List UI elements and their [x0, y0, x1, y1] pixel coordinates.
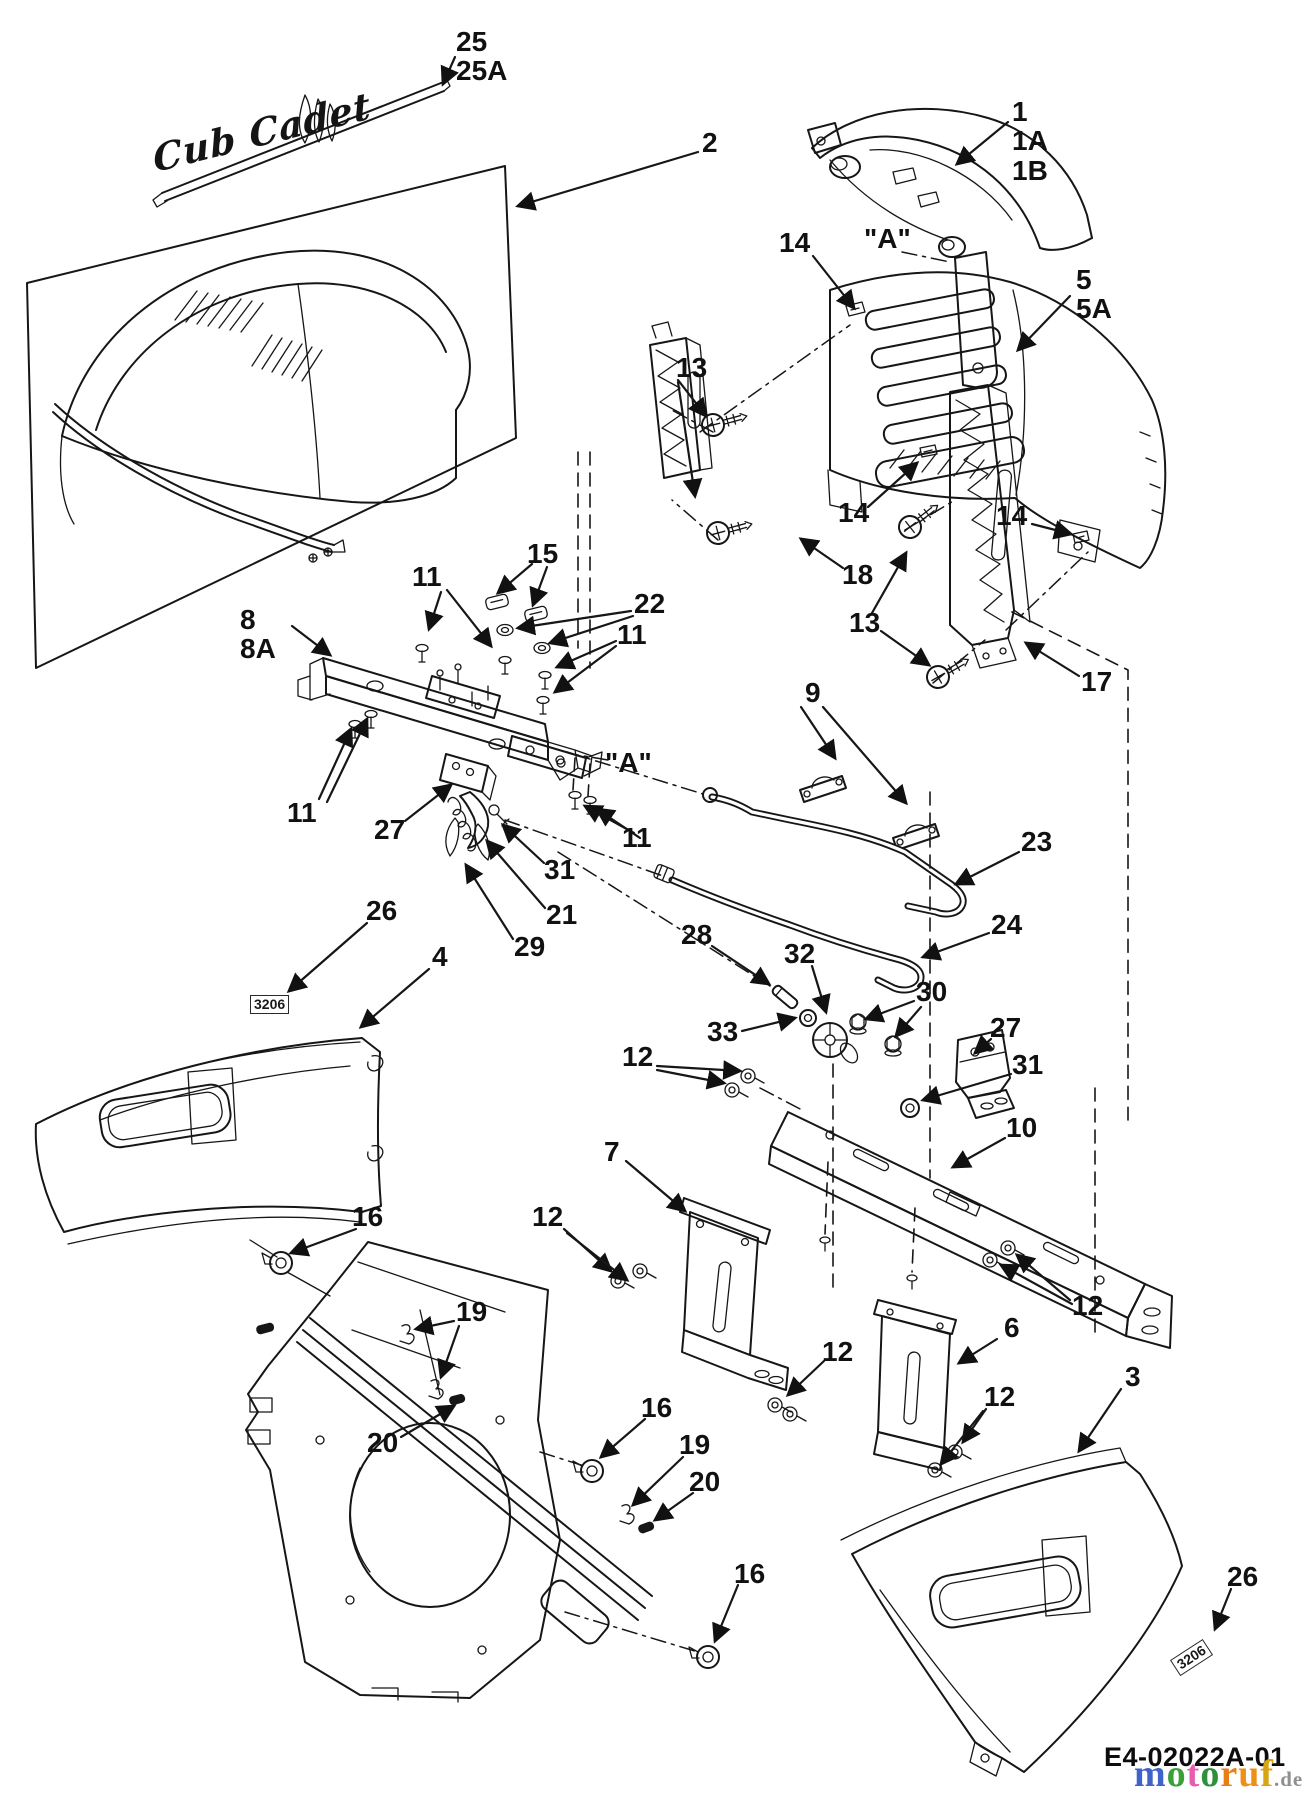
callout-18: 18	[842, 559, 874, 590]
bracket-6	[873, 1299, 957, 1471]
callout-8-8a: 8 8A	[240, 604, 276, 665]
headlight-pod	[807, 107, 1093, 389]
sleeves-20	[256, 1322, 655, 1534]
callout-14-b: 14	[838, 497, 870, 528]
callout-31-right: 31	[1012, 1049, 1044, 1080]
handle-screws	[308, 547, 333, 563]
callout-24: 24	[991, 909, 1023, 940]
callout-12-bottom: 12	[984, 1381, 1016, 1412]
nuts-30	[849, 1013, 902, 1057]
callout-12-center: 12	[822, 1336, 854, 1367]
callout-17: 17	[1081, 666, 1113, 697]
callout-16-bottom: 16	[734, 1558, 766, 1589]
callout-16-mid: 16	[641, 1392, 673, 1423]
callout-ref-a-mid: "A"	[605, 747, 652, 778]
grommet-16-1	[261, 1251, 293, 1275]
callout-7: 7	[604, 1136, 620, 1167]
callout-19-left: 19	[456, 1296, 488, 1327]
callout-10: 10	[1006, 1112, 1038, 1143]
callout-19-bottom: 19	[679, 1429, 711, 1460]
callout-11-left: 11	[287, 797, 317, 828]
decal-3206-front: 3206	[250, 995, 290, 1014]
screw-13-1	[701, 412, 748, 437]
motoruf-suffix: .de	[1273, 1767, 1304, 1791]
callout-9: 9	[805, 677, 821, 708]
callout-28: 28	[681, 919, 713, 950]
washer-33	[799, 1009, 817, 1027]
grommet-32	[812, 1022, 859, 1064]
callout-20-left: 20	[367, 1427, 399, 1458]
callout-1-1a-1b: 1 1A 1B	[1012, 96, 1048, 186]
callout-11-bottom: 11	[622, 822, 652, 853]
callout-29: 29	[514, 931, 546, 962]
callout-33: 33	[707, 1016, 739, 1047]
nut-31-right	[900, 1098, 920, 1118]
diagram-code: E4-02022A-01	[1104, 1742, 1286, 1772]
callout-14-c: 14	[996, 500, 1028, 531]
callout-26-rear: 26	[1227, 1561, 1259, 1592]
rod-24	[653, 864, 925, 994]
screw-13-3	[898, 504, 939, 539]
callout-4: 4	[432, 941, 448, 972]
callout-12-lower-left: 12	[532, 1201, 564, 1232]
clips-15	[485, 593, 548, 623]
callout-27-right: 27	[990, 1012, 1022, 1043]
motoruf-letter: o	[1166, 1753, 1187, 1795]
latch-cluster	[439, 753, 510, 861]
callout-15: 15	[527, 538, 559, 569]
callout-20-bottom: 20	[689, 1466, 721, 1497]
callout-16-left: 16	[352, 1201, 384, 1232]
side-panel-3	[840, 1447, 1183, 1777]
leader-arrows	[286, 55, 1233, 1644]
hood-drawing	[52, 249, 471, 563]
callout-12-mid: 12	[622, 1041, 654, 1072]
motoruf-letter: o	[1200, 1753, 1221, 1795]
bracket-17	[949, 384, 1031, 669]
side-panel-4	[34, 1037, 384, 1245]
rod-23	[702, 787, 967, 918]
callout-22: 22	[634, 588, 666, 619]
motoruf-letter: r	[1220, 1753, 1239, 1795]
callout-6: 6	[1004, 1312, 1020, 1343]
callout-13-right: 13	[849, 607, 881, 638]
callout-30: 30	[916, 976, 948, 1007]
callout-23: 23	[1021, 826, 1053, 857]
nuts-22	[496, 623, 551, 655]
alignment-lines	[249, 324, 1129, 1653]
fan-shroud	[245, 1241, 653, 1703]
callout-21: 21	[546, 899, 578, 930]
grommet-16-3	[688, 1645, 720, 1669]
callout-2: 2	[702, 127, 718, 158]
bracket-7	[679, 1197, 789, 1391]
screws-12	[610, 1068, 1025, 1478]
motoruf-letter: t	[1186, 1753, 1201, 1795]
callout-5-5a: 5 5A	[1076, 264, 1112, 325]
motoruf-logo: motoruf.de	[1134, 1752, 1303, 1796]
clips-19	[399, 1324, 635, 1525]
callout-ref-a-top: "A"	[864, 223, 911, 254]
hood-panel-outline	[26, 165, 517, 669]
callout-32: 32	[784, 938, 816, 969]
callout-11-top: 11	[412, 561, 442, 592]
motoruf-letter: m	[1134, 1753, 1167, 1795]
callout-12-right: 12	[1072, 1290, 1104, 1321]
callout-14-a: 14	[779, 227, 811, 258]
support-bar-8	[297, 657, 603, 781]
callout-11-right: 11	[617, 619, 647, 650]
motoruf-letter: u	[1238, 1753, 1261, 1795]
callout-3: 3	[1125, 1361, 1141, 1392]
callout-27-left: 27	[374, 814, 406, 845]
motoruf-letter: f	[1260, 1753, 1274, 1795]
callout-26-front: 26	[366, 895, 398, 926]
screw-13-4	[926, 658, 969, 689]
hood-vents	[174, 290, 323, 382]
callout-31-left: 31	[544, 854, 576, 885]
clip-9-1	[799, 775, 847, 803]
screw-13-2	[706, 520, 753, 545]
callout-13-left: 13	[676, 352, 708, 383]
callout-25-25a: 25 25A	[456, 26, 508, 87]
pin-28	[771, 984, 799, 1010]
mounting-plate-10	[768, 1111, 1173, 1349]
